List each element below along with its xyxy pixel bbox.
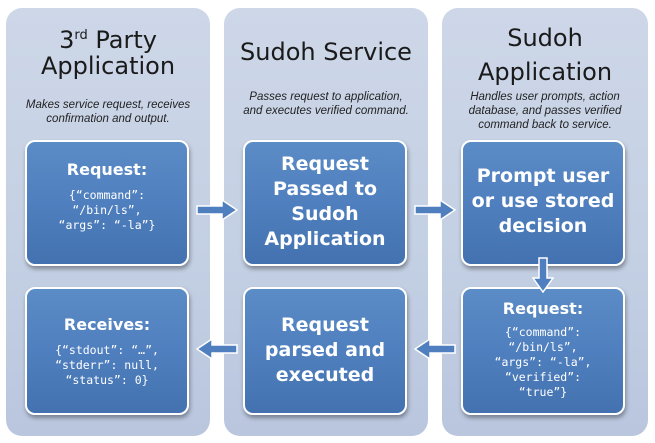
description-line: confirmation and output.	[46, 113, 170, 125]
column-title: 3rd Party	[6, 22, 210, 54]
code-line: “args”: “-la”,	[494, 355, 592, 369]
request-code: {“command”:“/bin/ls”,“args”: “-la”}	[27, 188, 187, 233]
code-line: “verified”:	[504, 370, 582, 384]
description-line: Passes request to application,	[249, 91, 403, 103]
description-line: Handles user prompts, action	[470, 91, 620, 103]
box-line: Request	[281, 153, 369, 175]
box-line: or use stored	[471, 190, 615, 212]
arrow-right-icon	[414, 199, 456, 221]
arrow-left-icon	[196, 338, 238, 360]
box-title: Request:	[66, 160, 148, 179]
verified-request-code: {“command”:“/bin/ls”,“args”: “-la”,“veri…	[463, 325, 623, 400]
code-line: “/bin/ls”,	[508, 340, 578, 354]
request-parsed-box: Request parsed and executed	[243, 287, 407, 415]
box-line: executed	[275, 364, 375, 386]
arrow-left-icon	[414, 338, 456, 360]
column-description: Makes service request, receives confirma…	[10, 98, 206, 126]
code-line: “stderr”: null,	[55, 358, 159, 372]
box-line: Sudoh	[291, 203, 359, 225]
description-line: command back to service.	[478, 119, 612, 131]
box-line: Passed to	[272, 178, 378, 200]
code-line: “status”: 0}	[65, 373, 149, 387]
verified-request-box: Request: {“command”:“/bin/ls”,“args”: “-…	[461, 287, 625, 415]
box-title: Request:	[502, 299, 584, 318]
column-title-line2: Application	[477, 58, 613, 86]
column-title: Sudoh	[507, 24, 583, 52]
prompt-user-box: Prompt user or use stored decision	[461, 140, 625, 266]
box-line: decision	[498, 215, 588, 237]
title-superscript: rd	[74, 28, 88, 43]
description-line: and executes verified command.	[243, 105, 409, 117]
code-line: “/bin/ls”,	[72, 203, 142, 217]
column-title-line2: Application	[40, 52, 176, 80]
receives-code: {“stdout”: “…”,“stderr”: null,“status”: …	[27, 343, 187, 388]
description-line: Makes service request, receives	[25, 99, 191, 111]
arrow-down-icon	[532, 257, 554, 293]
arrow-right-icon	[196, 199, 238, 221]
box-line: Request	[281, 314, 369, 336]
receives-box: Receives: {“stdout”: “…”,“stderr”: null,…	[25, 287, 189, 415]
box-line: parsed and	[264, 339, 386, 361]
description-line: database, and passes verified	[468, 105, 622, 117]
code-line: {“stdout”: “…”,	[55, 343, 159, 357]
title-rest: Party	[87, 26, 157, 54]
column-description: Handles user prompts, action database, a…	[446, 90, 644, 132]
code-line: {“command”:	[504, 325, 582, 339]
code-line: “true”}	[518, 385, 568, 399]
request-box: Request: {“command”:“/bin/ls”,“args”: “-…	[25, 140, 189, 266]
box-line: Application	[264, 228, 386, 250]
request-passed-box: Request Passed to Sudoh Application	[243, 140, 407, 266]
box-title: Receives:	[63, 315, 151, 334]
code-line: {“command”:	[68, 188, 146, 202]
column-description: Passes request to application, and execu…	[228, 90, 424, 118]
column-title: Sudoh Service	[240, 38, 412, 66]
code-line: “args”: “-la”}	[58, 218, 156, 232]
title-number: 3	[59, 26, 75, 54]
box-line: Prompt user	[476, 165, 610, 187]
